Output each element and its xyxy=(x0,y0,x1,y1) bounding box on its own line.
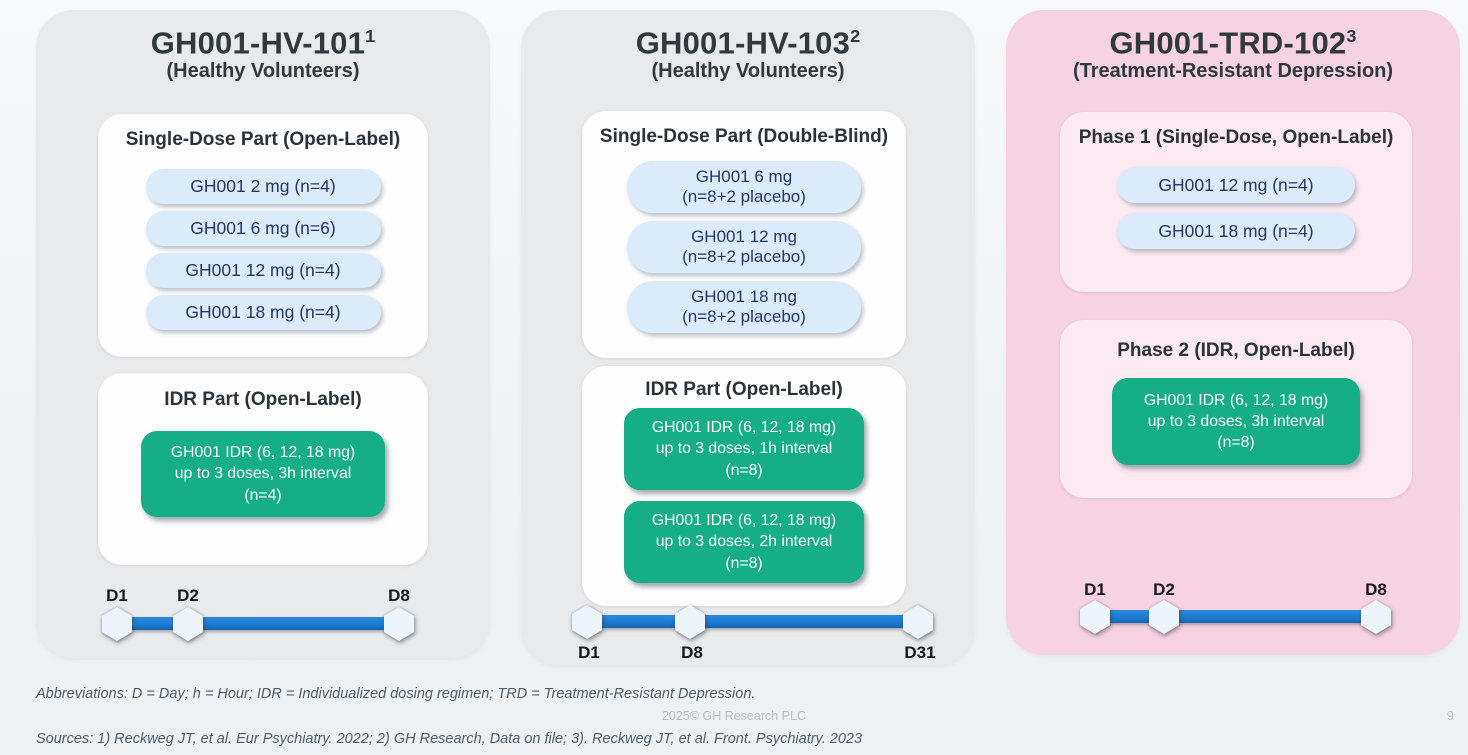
hexagon-milestone-icon xyxy=(675,605,705,639)
idr-regimen-box: GH001 IDR (6, 12, 18 mg) up to 3 doses, … xyxy=(1112,378,1360,465)
study-card-hv-103: GH001-HV-1032 (Healthy Volunteers) Singl… xyxy=(521,10,975,665)
hexagon-milestone-icon xyxy=(1149,600,1179,634)
footer-sources: Sources: 1) Reckweg JT, et al. Eur Psych… xyxy=(36,731,863,747)
timeline-day-label: D2 xyxy=(1153,580,1175,599)
section-phase-2: Phase 2 (IDR, Open-Label) GH001 IDR (6, … xyxy=(1060,320,1412,498)
idr-box-list: GH001 IDR (6, 12, 18 mg) up to 3 doses, … xyxy=(582,408,906,583)
timeline-day-label: D1 xyxy=(578,643,600,662)
idr-regimen-box: GH001 IDR (6, 12, 18 mg) up to 3 doses, … xyxy=(141,431,385,517)
timeline-day-label: D8 xyxy=(388,586,410,605)
idr-box-list: GH001 IDR (6, 12, 18 mg) up to 3 doses, … xyxy=(1060,378,1412,465)
timeline-bar xyxy=(587,615,918,628)
timeline-bar xyxy=(117,617,399,630)
hexagon-milestone-icon xyxy=(173,607,203,641)
footnote-superscript: 1 xyxy=(365,26,376,46)
timeline-day-label: D2 xyxy=(177,586,199,605)
section-header: Phase 2 (IDR, Open-Label) xyxy=(1117,340,1355,361)
dose-pill-list: GH001 2 mg (n=4) GH001 6 mg (n=6) GH001 … xyxy=(98,169,428,330)
idr-regimen-box: GH001 IDR (6, 12, 18 mg) up to 3 doses, … xyxy=(624,408,864,490)
study-title-text: GH001-HV-101 xyxy=(150,25,366,61)
study-title: GH001-HV-1011 xyxy=(36,27,490,59)
study-title: GH001-HV-1032 xyxy=(521,27,975,59)
footnote-superscript: 2 xyxy=(850,26,861,46)
section-idr-part: IDR Part (Open-Label) GH001 IDR (6, 12, … xyxy=(98,373,428,565)
footer-abbreviations: Abbreviations: D = Day; h = Hour; IDR = … xyxy=(36,686,756,702)
study-title-text: GH001-TRD-102 xyxy=(1109,25,1347,61)
hexagon-milestone-icon xyxy=(384,607,414,641)
timeline-day-label: D1 xyxy=(1084,580,1106,599)
dose-pill: GH001 18 mg (n=8+2 placebo) xyxy=(627,281,861,333)
hexagon-milestone-icon xyxy=(572,605,602,639)
section-single-dose-part: Single-Dose Part (Double-Blind) GH001 6 … xyxy=(582,111,906,358)
section-single-dose-part: Single-Dose Part (Open-Label) GH001 2 mg… xyxy=(98,114,428,357)
section-header: IDR Part (Open-Label) xyxy=(164,389,362,410)
dose-pill-list: GH001 12 mg (n=4) GH001 18 mg (n=4) xyxy=(1060,167,1412,249)
timeline-day-label: D31 xyxy=(904,643,936,662)
footnote-superscript: 3 xyxy=(1346,26,1357,46)
dose-pill: GH001 12 mg (n=4) xyxy=(1117,167,1355,203)
study-title-text: GH001-HV-103 xyxy=(635,25,851,61)
timeline-day-label: D8 xyxy=(681,643,703,662)
dose-pill: GH001 12 mg (n=4) xyxy=(145,253,381,288)
idr-box-list: GH001 IDR (6, 12, 18 mg) up to 3 doses, … xyxy=(98,431,428,517)
hexagon-milestone-icon xyxy=(1361,600,1391,634)
timeline-day-label: D8 xyxy=(1365,580,1387,599)
study-card-trd-102: GH001-TRD-1023 (Treatment-Resistant Depr… xyxy=(1006,10,1460,655)
dose-pill: GH001 6 mg (n=8+2 placebo) xyxy=(627,161,861,213)
dose-pill-list: GH001 6 mg (n=8+2 placebo) GH001 12 mg (… xyxy=(582,161,906,333)
dose-pill: GH001 18 mg (n=4) xyxy=(1117,213,1355,249)
hexagon-milestone-icon xyxy=(903,605,933,639)
section-header: Phase 1 (Single-Dose, Open-Label) xyxy=(1078,127,1394,148)
timeline-bar xyxy=(1095,610,1376,623)
dose-pill: GH001 12 mg (n=8+2 placebo) xyxy=(627,221,861,273)
hexagon-milestone-icon xyxy=(1080,600,1110,634)
study-subtitle: (Treatment-Resistant Depression) xyxy=(1072,59,1394,82)
page-number: 9 xyxy=(1446,708,1454,723)
dose-pill: GH001 18 mg (n=4) xyxy=(145,295,381,330)
footer-copyright: 2025© GH Research PLC xyxy=(661,709,806,723)
timeline-day-label: D1 xyxy=(106,586,128,605)
hexagon-milestone-icon xyxy=(102,607,132,641)
section-idr-part: IDR Part (Open-Label) GH001 IDR (6, 12, … xyxy=(582,366,906,606)
section-header: Single-Dose Part (Double-Blind) xyxy=(599,126,889,147)
study-subtitle: (Healthy Volunteers) xyxy=(166,59,360,82)
dose-pill: GH001 6 mg (n=6) xyxy=(145,211,381,246)
section-header: Single-Dose Part (Open-Label) xyxy=(125,129,401,150)
section-phase-1: Phase 1 (Single-Dose, Open-Label) GH001 … xyxy=(1060,112,1412,292)
section-header: IDR Part (Open-Label) xyxy=(645,379,843,400)
study-subtitle: (Healthy Volunteers) xyxy=(651,59,845,82)
dose-pill: GH001 2 mg (n=4) xyxy=(145,169,381,204)
study-card-hv-101: GH001-HV-1011 (Healthy Volunteers) Singl… xyxy=(36,10,490,658)
study-title: GH001-TRD-1023 xyxy=(1006,27,1460,59)
idr-regimen-box: GH001 IDR (6, 12, 18 mg) up to 3 doses, … xyxy=(624,501,864,583)
